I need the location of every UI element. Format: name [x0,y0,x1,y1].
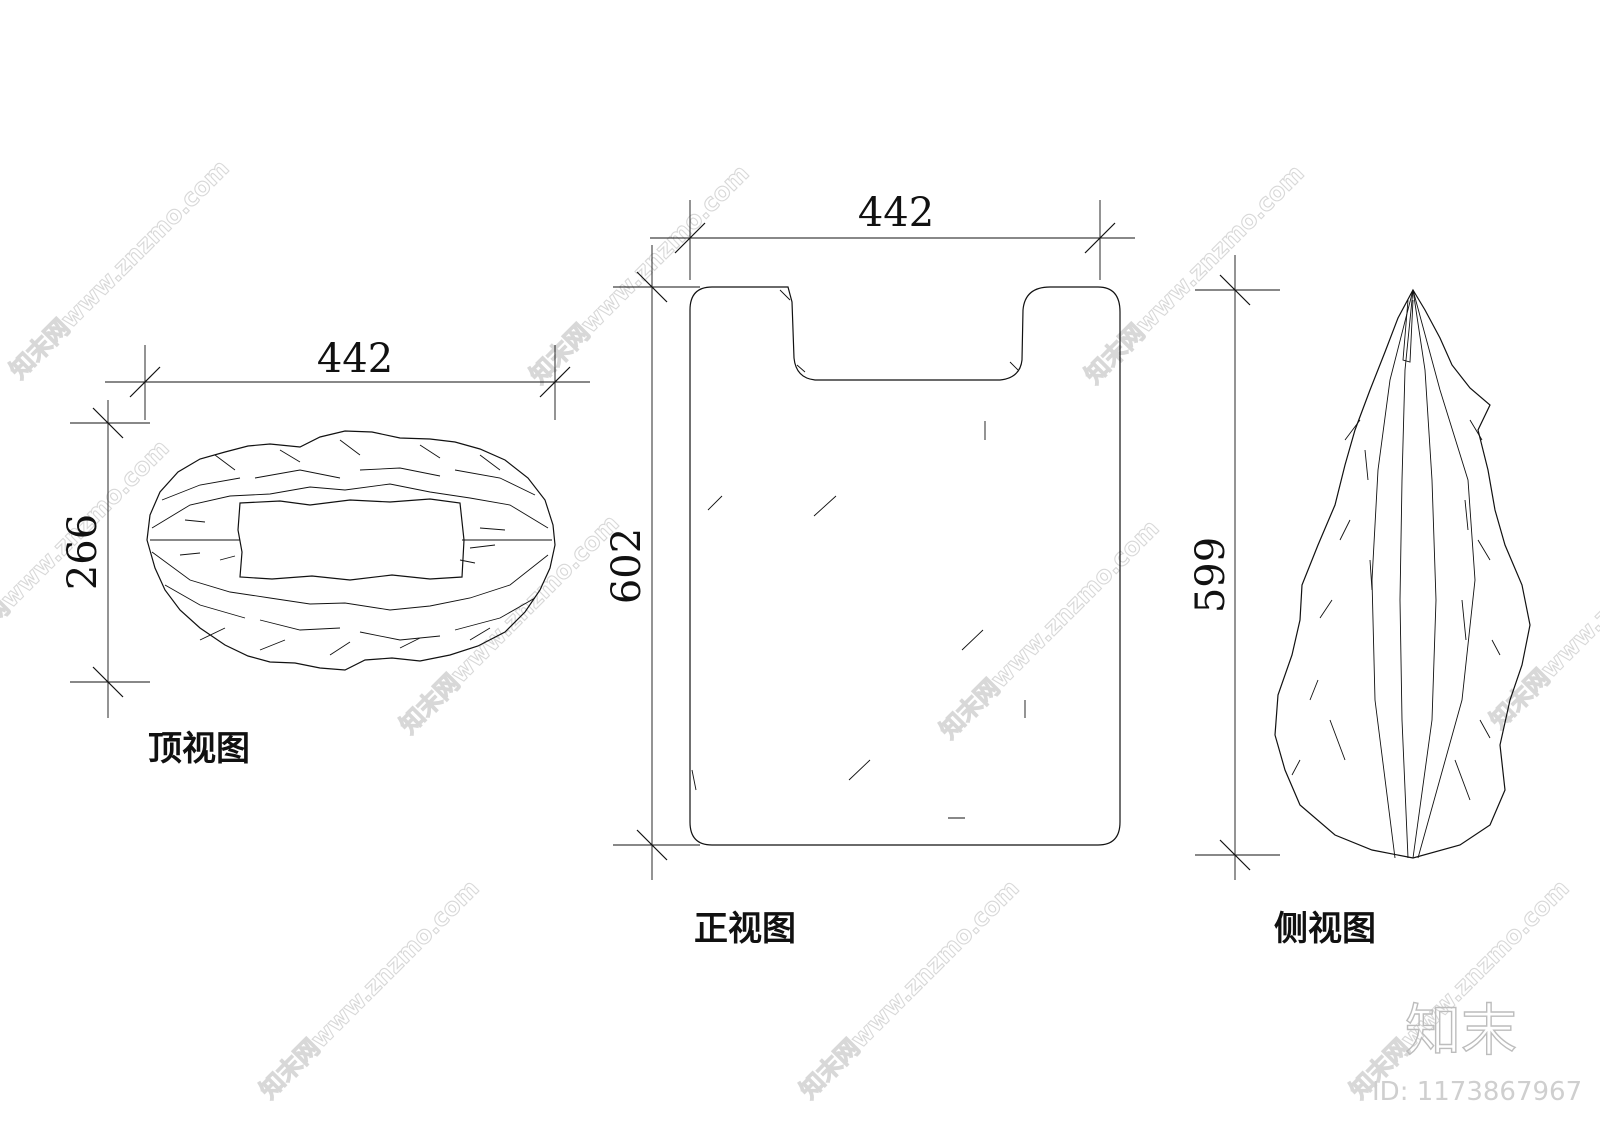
front-surface-marks [691,289,1026,819]
side-rock-outline [1274,288,1531,859]
top-width-dimension: 442 [105,336,590,420]
top-view: 442 266 顶视图 [60,336,590,769]
watermark: 知末网www.znzmo.com [1344,874,1574,1104]
side-view: 599 侧视图 [1188,255,1531,949]
top-view-caption: 顶视图 [148,729,250,769]
front-height-dimension: 602 [604,245,700,880]
front-width-label: 442 [858,190,934,236]
brand-block: 知末 ID: 1173867967 [1372,998,1582,1107]
top-width-label: 442 [317,336,393,382]
front-rock-outline [689,286,1121,846]
watermark: 知末网www.znzmo.com [934,514,1164,744]
watermark: 知末网www.znzmo.com [794,874,1024,1104]
front-width-dimension: 442 [650,190,1135,280]
brand-logo: 知末 [1405,999,1517,1064]
watermark: 知末网www.znzmo.com [1079,159,1309,389]
watermarks: 知末网www.znzmo.com 知末网www.znzmo.com 知末网www… [0,154,1600,1105]
side-height-label: 599 [1188,537,1234,613]
watermark: 知末网www.znzmo.com [1484,504,1600,734]
top-height-dimension: 266 [60,400,150,718]
top-rock-outline [146,430,556,671]
top-height-label: 266 [60,514,106,590]
side-height-dimension: 599 [1188,255,1280,880]
side-view-caption: 侧视图 [1274,909,1376,949]
front-view-caption: 正视图 [694,909,796,949]
watermark: 知末网www.znzmo.com [394,509,624,739]
top-inner-opening [237,498,465,581]
watermark: 知末网www.znzmo.com [254,874,484,1104]
front-view: 442 602 正视图 [604,190,1135,949]
watermark: 知末网www.znzmo.com [4,154,234,384]
brand-id: ID: 1173867967 [1372,1077,1582,1107]
front-height-label: 602 [604,528,650,604]
